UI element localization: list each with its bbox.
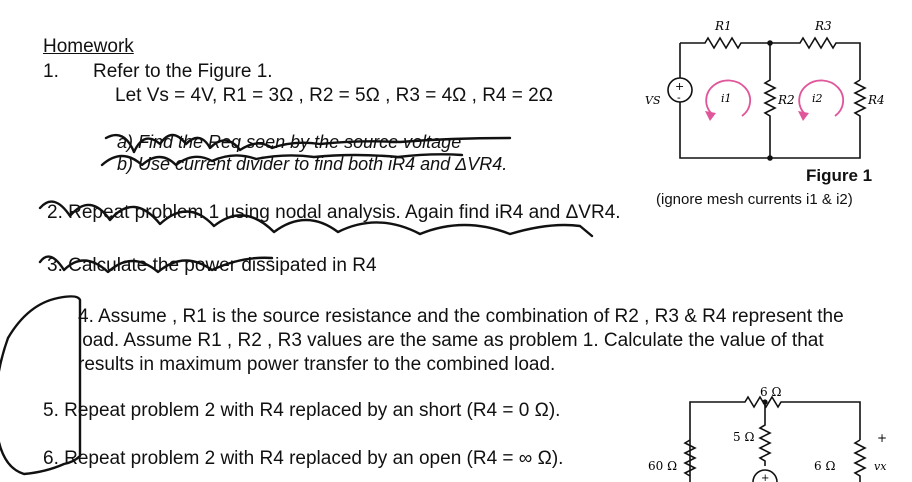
fig2-vx-label: vx	[874, 460, 887, 473]
problem-5-text: 5. Repeat problem 2 with R4 replaced by …	[43, 400, 561, 421]
vs-minus: -	[677, 91, 681, 104]
problem-2-text: 2. Repeat problem 1 using nodal analysis…	[47, 202, 621, 223]
fig2-r-top-label: 6 Ω	[760, 385, 781, 399]
r2-label: R2	[777, 93, 795, 107]
problem-4-text: 4. Assume , R1 is the source resistance …	[78, 306, 844, 375]
mesh-i1-arrow	[705, 79, 752, 117]
figure-1-caption: (ignore mesh currents i1 & i2)	[656, 191, 853, 208]
fig2-plus: +	[877, 431, 887, 445]
r1-label: R1	[714, 19, 732, 33]
fig2-source-plus: +	[761, 473, 769, 482]
fig2-r-left-label: 60 Ω	[648, 459, 677, 473]
vs-plus: +	[675, 80, 684, 93]
figure-1-label: Figure 1	[806, 166, 873, 185]
problem-6-text: 6. Repeat problem 2 with R4 replaced by …	[43, 448, 564, 469]
i1-label: i1	[721, 92, 732, 105]
problem-1-values: Let Vs = 4V, R1 = 3Ω , R2 = 5Ω , R3 = 4Ω…	[115, 85, 553, 106]
mesh-i2-arrow	[798, 79, 845, 117]
i2-label: i2	[812, 92, 823, 105]
problem-1-text: Refer to the Figure 1.	[93, 61, 273, 82]
r4-label: R4	[867, 93, 885, 107]
fig2-r-mid-label: 5 Ω	[733, 430, 754, 444]
r3-label: R3	[814, 19, 832, 33]
fig2-r-right-label: 6 Ω	[814, 459, 835, 473]
vs-label: VS	[645, 94, 661, 107]
problem-3-text: 3. Calculate the power dissipated in R4	[47, 255, 377, 276]
homework-title: Homework	[43, 36, 134, 57]
problem-1-sub-a: a) Find the Req seen by the source volta…	[117, 132, 462, 152]
problem-1-sub-b: b) Use current divider to find both iR4 …	[117, 154, 508, 174]
problem-1-number: 1.	[43, 61, 59, 82]
